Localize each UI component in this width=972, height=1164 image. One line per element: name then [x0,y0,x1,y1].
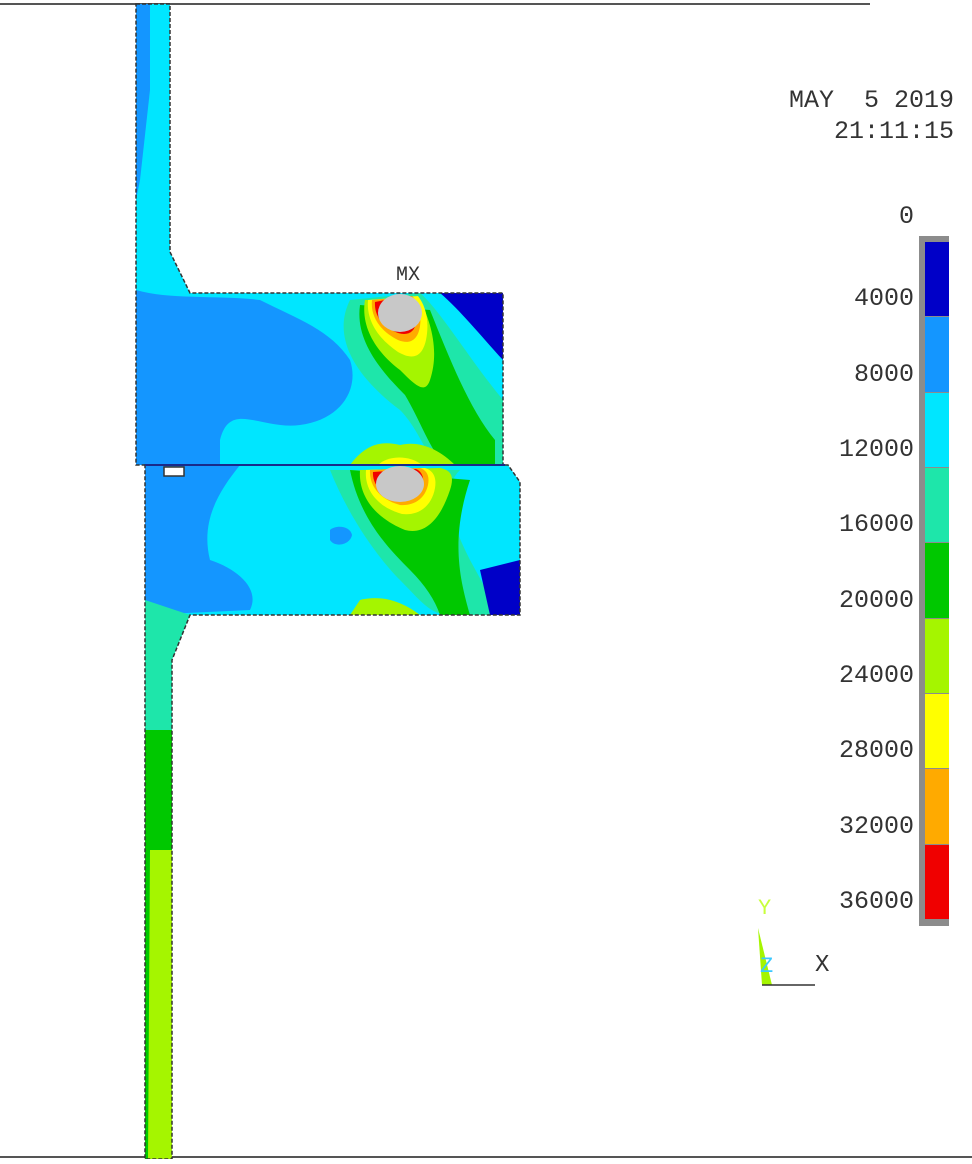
max-marker-label: MX [396,264,421,287]
legend-label-9: 36000 [838,887,914,916]
legend-band-2 [925,317,949,392]
legend-band-6 [925,618,949,693]
triad-x-label: X [815,952,830,979]
date-text: MAY 5 2019 [788,86,954,115]
triad-y-label: Y [758,896,772,921]
legend-label-3: 12000 [838,435,914,464]
legend-label-0: 0 [898,202,914,231]
legend-band-9 [925,844,949,919]
lower-plate-contours [145,465,520,1159]
legend-label-2: 8000 [853,359,914,389]
legend-label-1: 4000 [853,284,914,314]
triad-y-axis [758,928,772,985]
legend-label-4: 16000 [838,510,914,540]
legend-label-7: 28000 [838,736,914,766]
legend-band-5 [925,543,949,618]
upper-plate-contours [136,4,503,465]
time-text: 21:11:15 [833,117,954,146]
legend-label-5: 20000 [838,585,914,615]
triad-z-label: Z [760,954,774,979]
legend-label-6: 24000 [838,661,914,690]
legend-band-1 [925,242,949,317]
legend-band-7 [925,694,949,769]
legend-label-8: 32000 [838,811,914,841]
legend-band-4 [925,468,949,543]
legend-band-3 [925,392,949,467]
contour-legend-bar [919,236,949,926]
legend-band-8 [925,769,949,844]
